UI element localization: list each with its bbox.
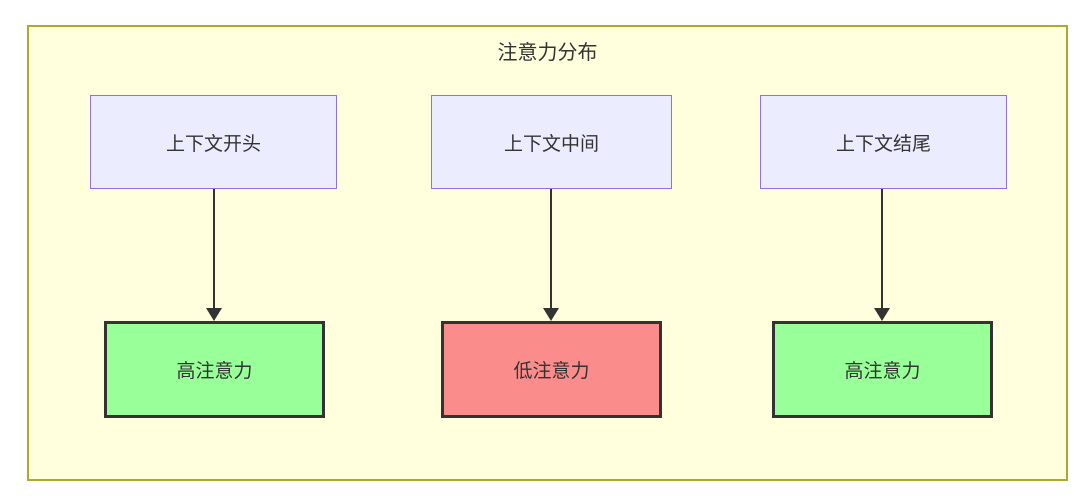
node-high-attention-1: 高注意力 bbox=[104, 321, 325, 418]
node-context-end: 上下文结尾 bbox=[760, 95, 1007, 189]
node-low-attention-label: 低注意力 bbox=[513, 361, 590, 382]
arrow-end-to-high bbox=[874, 189, 890, 321]
arrow-head-icon bbox=[543, 308, 559, 321]
arrow-line bbox=[881, 189, 883, 311]
node-context-start-label: 上下文开头 bbox=[165, 133, 261, 155]
arrow-line bbox=[550, 189, 552, 311]
node-low-attention: 低注意力 bbox=[441, 321, 662, 418]
cluster-title: 注意力分布 bbox=[497, 42, 598, 64]
node-context-start: 上下文开头 bbox=[90, 95, 337, 189]
node-high-attention-1-label: 高注意力 bbox=[176, 361, 253, 382]
node-high-attention-2: 高注意力 bbox=[772, 321, 993, 418]
node-context-middle: 上下文中间 bbox=[431, 95, 672, 189]
attention-distribution-cluster: 注意力分布 上下文开头 上下文中间 上下文结尾 高注意力 低注意力 bbox=[27, 25, 1068, 481]
arrow-head-icon bbox=[874, 308, 890, 321]
node-context-middle-label: 上下文中间 bbox=[503, 133, 599, 155]
arrow-line bbox=[213, 189, 215, 311]
node-context-end-label: 上下文结尾 bbox=[835, 133, 931, 155]
node-high-attention-2-label: 高注意力 bbox=[844, 361, 921, 382]
arrow-start-to-high bbox=[206, 189, 222, 321]
arrow-head-icon bbox=[206, 308, 222, 321]
arrow-middle-to-low bbox=[543, 189, 559, 321]
